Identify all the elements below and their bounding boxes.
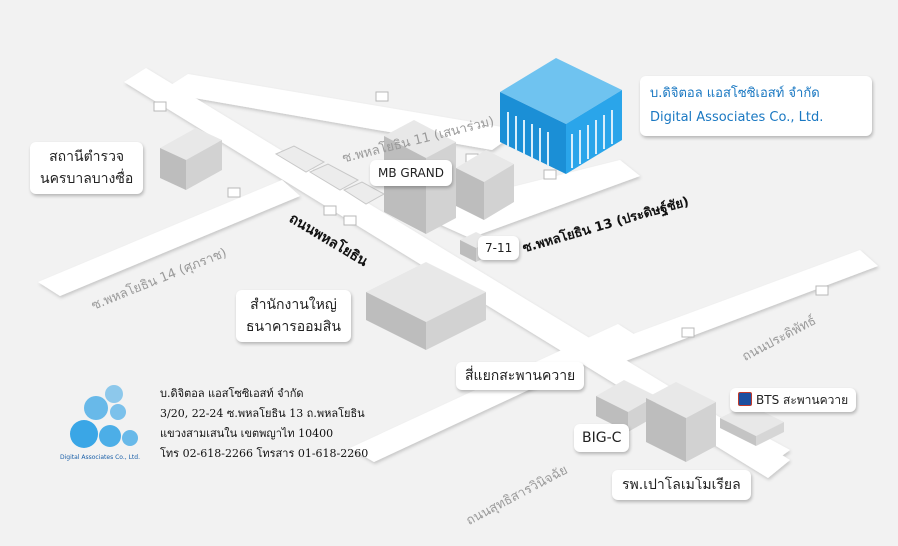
bigc-label: BIG-C (582, 430, 622, 446)
callout-bts: BTS สะพานควาย (730, 388, 857, 412)
roads (38, 68, 878, 478)
callout-intersection: สี่แยกสะพานควาย (456, 362, 585, 390)
bubbles-logo (70, 385, 138, 448)
building-company (500, 58, 622, 174)
gsb-line-2: ธนาคารออมสิน (246, 319, 341, 335)
road-markers (153, 91, 829, 338)
callout-company: บ.ดิจิตอล แอสโซซิเอสท์ จำกัด Digital Ass… (640, 76, 872, 136)
gsb-line-1: สำนักงานใหญ่ (250, 297, 337, 313)
company-name-en: Digital Associates Co., Ltd. (650, 110, 824, 125)
callout-bigc: BIG-C (574, 424, 630, 452)
address-line-3: โทร 02-618-2266 โทรสาร 01-618-2260 (160, 447, 369, 460)
logo-caption: Digital Associates Co., Ltd. (60, 454, 141, 461)
road-pradiphat (590, 250, 878, 366)
bts-logo-icon (738, 392, 752, 406)
callout-mb-grand: MB GRAND (370, 160, 452, 186)
police-line-2: นครบาลบางซื่อ (40, 171, 134, 187)
building-gsb (366, 262, 486, 350)
road-sutthisan (350, 324, 640, 462)
building-block-soi13 (456, 150, 514, 220)
callout-police: สถานีตำรวจ นครบาลบางซื่อ (30, 142, 144, 194)
building-hospital (646, 382, 716, 462)
address-block: บ.ดิจิตอล แอสโซซิเอสท์ จำกัด 3/20, 22-24… (160, 384, 368, 464)
seven-eleven-label: 7-11 (485, 241, 513, 255)
address-line-1: 3/20, 22-24 ซ.พหลโยธิน 13 ถ.พหลโยธิน (160, 407, 365, 420)
callout-hospital: รพ.เปาโลเมโมเรียล (612, 470, 751, 500)
building-police (160, 128, 222, 190)
mb-grand-label: MB GRAND (378, 166, 444, 180)
company-name-th: บ.ดิจิตอล แอสโซซิเอสท์ จำกัด (650, 86, 820, 101)
road-phahon-yothin (124, 68, 790, 478)
callout-gsb: สำนักงานใหญ่ ธนาคารออมสิน (236, 290, 351, 342)
intersection-label: สี่แยกสะพานควาย (465, 368, 576, 384)
address-line-2: แขวงสามเสนใน เขตพญาไท 10400 (160, 427, 334, 440)
road-soi-14 (38, 180, 300, 296)
address-company: บ.ดิจิตอล แอสโซซิเอสท์ จำกัด (160, 387, 304, 400)
police-line-1: สถานีตำรวจ (49, 149, 125, 165)
bts-label: BTS สะพานควาย (756, 393, 849, 407)
hospital-label: รพ.เปาโลเมโมเรียล (622, 477, 741, 493)
building-bts-station (720, 404, 784, 446)
callout-7-11: 7-11 (478, 236, 520, 260)
